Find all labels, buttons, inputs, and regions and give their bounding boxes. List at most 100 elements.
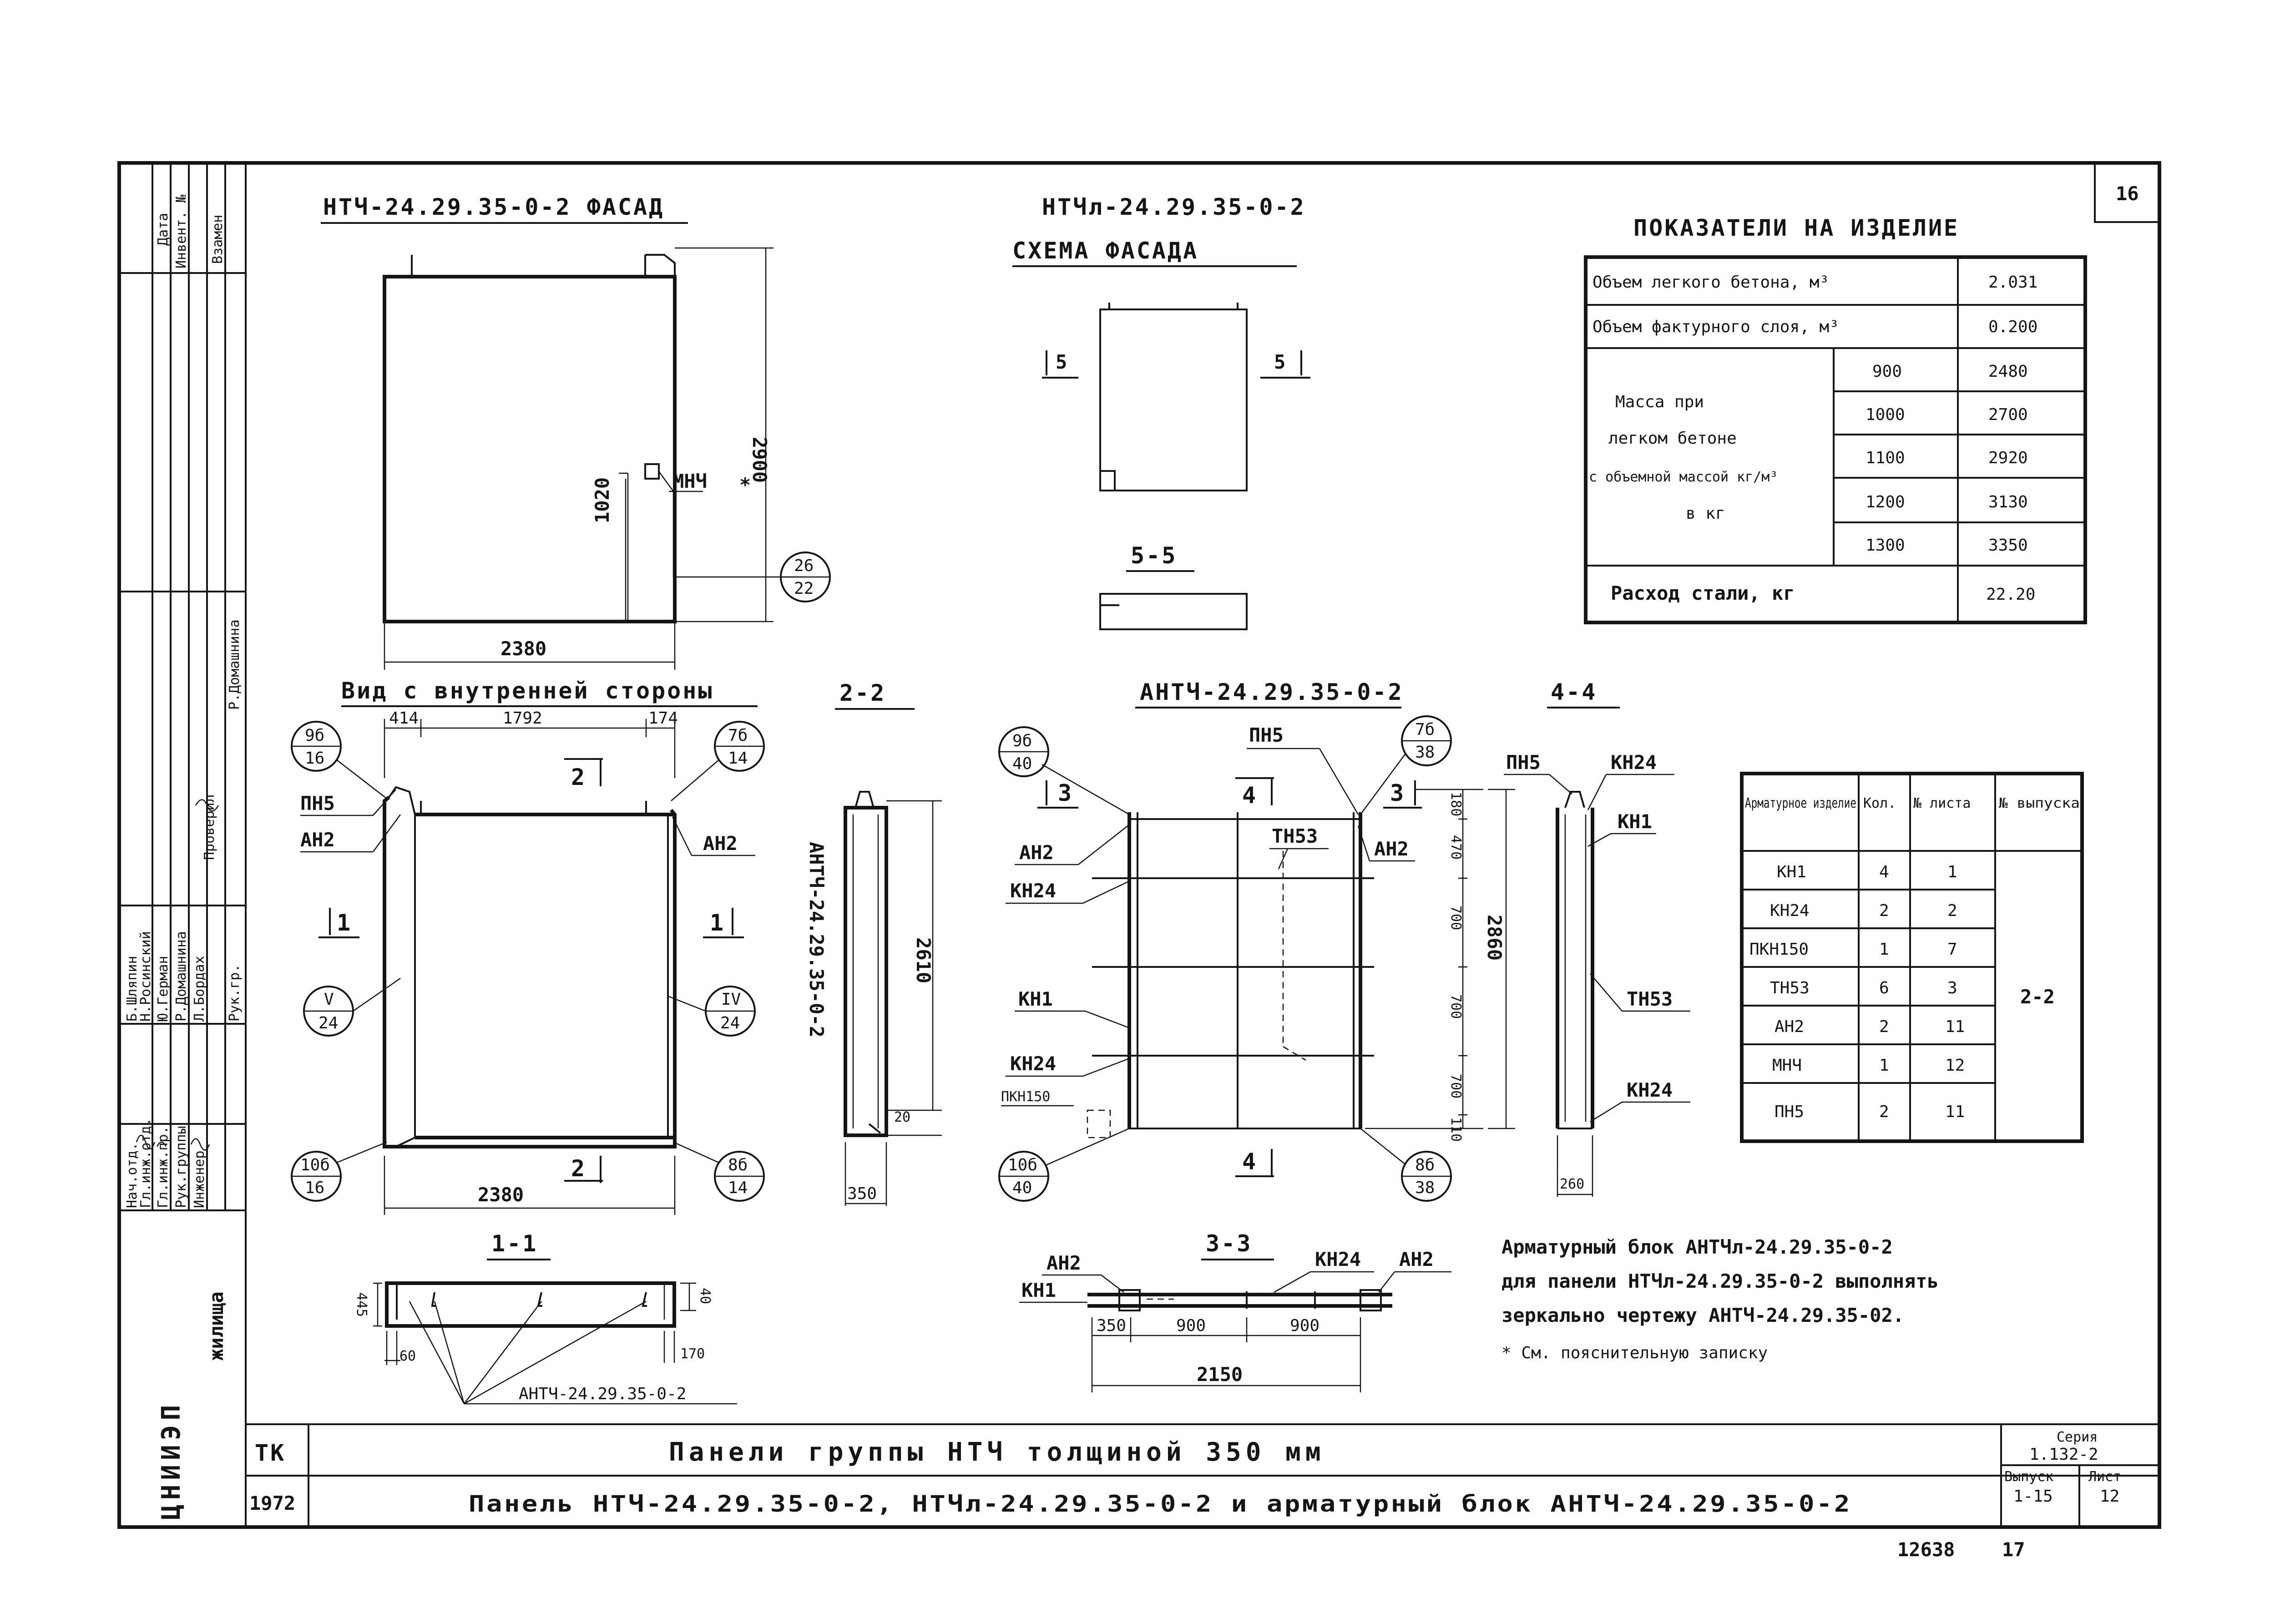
steel-label: Расход стали, кг: [1611, 582, 1795, 604]
spec-row-5-qty: 1: [1879, 1056, 1889, 1075]
section-11-dim-445: 445: [354, 1292, 369, 1317]
svg-text:9б: 9б: [1012, 732, 1032, 750]
section-33-label-kn24: КН24: [1315, 1248, 1361, 1270]
inner-dim-414: 414: [389, 709, 419, 728]
spec-row-0-item: КН1: [1777, 863, 1806, 881]
indicators-title: ПОКАЗАТЕЛИ НА ИЗДЕЛИЕ: [1633, 215, 1959, 241]
rebar-cut-4-top: 4: [1242, 782, 1258, 809]
spec-row-6-sheet: 11: [1945, 1103, 1965, 1121]
org-name: ЦНИИЭП: [157, 1401, 186, 1520]
section-44-shape: [1556, 791, 1594, 1129]
section-22-title: 2-2: [839, 680, 886, 706]
section-44-label-pn5: ПН5: [1506, 751, 1541, 774]
stamp-role-4: Инженер: [192, 1151, 207, 1208]
sheet-number: 16: [2116, 182, 2139, 205]
section-33-dim-900-1: 900: [1176, 1316, 1206, 1335]
mass-label-1: Масса при: [1615, 393, 1704, 411]
stamp-name-2: Ю.Герман: [155, 956, 171, 1022]
spec-row-6-item: ПН5: [1774, 1103, 1804, 1121]
spec-header-sheet: № листа: [1913, 795, 1971, 811]
facade-dim-width: 2380: [500, 637, 546, 660]
spec-row-6-qty: 2: [1879, 1103, 1889, 1121]
spec-row-1-qty: 2: [1879, 901, 1889, 920]
section-11-dim-60: 60: [399, 1348, 416, 1364]
rebar-frame: [1092, 812, 1374, 1129]
mass-label-4: в кг: [1686, 504, 1725, 523]
facade-dim-height: 2900: [748, 437, 771, 483]
section-33-title: 3-3: [1206, 1230, 1252, 1257]
section-11-shape: [385, 1281, 676, 1328]
spec-row-2-item: ПКН150: [1749, 940, 1809, 959]
mass-label-2: легком бетоне: [1608, 429, 1737, 448]
section-33-label-kn1: КН1: [1021, 1279, 1056, 1301]
rebar-label-tn53: ТН53: [1272, 825, 1318, 847]
indicator-value-1: 0.200: [1988, 318, 2037, 336]
scheme-cut-right: 5: [1274, 351, 1285, 373]
spec-row-0-sheet: 1: [1947, 863, 1957, 881]
svg-text:38: 38: [1415, 743, 1435, 762]
rebar-cut-3-left: 3: [1058, 780, 1073, 806]
svg-text:14: 14: [728, 1179, 748, 1197]
note-line-3: зеркально чертежу АНТЧ-24.29.35-02.: [1502, 1304, 1904, 1326]
spec-table: [1740, 772, 2084, 1143]
inner-ref-ml: V 24: [303, 986, 354, 1037]
svg-text:24: 24: [720, 1014, 740, 1032]
note-line-1: Арматурный блок АНТЧл-24.29.35-0-2: [1502, 1236, 1893, 1258]
section-55-title: 5-5: [1131, 542, 1177, 569]
section-44-title: 4-4: [1551, 679, 1597, 705]
inner-cut-1-left: 1: [337, 910, 352, 936]
spec-row-5-item: МНЧ: [1772, 1056, 1802, 1075]
mass-value-3: 3130: [1988, 493, 2028, 511]
inner-label-an2-right: АН2: [703, 832, 738, 855]
section-22-dim-20: 20: [894, 1109, 910, 1125]
section-11-dim-170: 170: [680, 1346, 705, 1362]
rebar-label-pn5: ПН5: [1249, 724, 1284, 746]
svg-text:8б: 8б: [1415, 1156, 1435, 1174]
mass-density-4: 1300: [1866, 536, 1905, 555]
spec-row-3-sheet: 3: [1947, 979, 1957, 997]
rebar-cut-4-bottom: 4: [1242, 1148, 1258, 1175]
svg-text:7б: 7б: [1415, 720, 1435, 739]
mass-density-2: 1100: [1866, 449, 1905, 467]
svg-text:24: 24: [318, 1014, 338, 1032]
svg-text:V: V: [324, 990, 334, 1009]
inner-label-an2-left: АН2: [300, 829, 335, 851]
svg-text:9б: 9б: [305, 726, 324, 745]
rebar-dim-470: 470: [1448, 835, 1464, 860]
svg-text:38: 38: [1415, 1179, 1435, 1197]
section-22-dim-width: 350: [847, 1184, 877, 1203]
org-name-2: жилища: [205, 1291, 228, 1361]
facade-panel: [383, 254, 677, 623]
stamp-grid: [119, 163, 246, 1211]
svg-text:22: 22: [794, 579, 814, 598]
mass-label-3: с объемной массой кг/м³: [1589, 469, 1778, 485]
rebar-dim-700-3: 700: [1448, 1074, 1464, 1098]
rebar-dim-180: 180: [1448, 792, 1464, 816]
issue-label: Выпуск: [2004, 1469, 2053, 1485]
indicator-label-1: Объем фактурного слоя, м³: [1592, 318, 1839, 336]
rebar-label-an2-left: АН2: [1019, 841, 1054, 864]
signatures: [136, 799, 219, 1151]
section-11-title: 1-1: [491, 1230, 538, 1257]
note-line-4: * См. пояснительную записку: [1502, 1344, 1768, 1362]
stamp-check-name: Р.Домашнина: [227, 619, 243, 710]
mass-value-4: 3350: [1988, 536, 2028, 555]
section-44-dim-width: 260: [1560, 1176, 1584, 1192]
rebar-dim-700-2: 700: [1448, 994, 1464, 1019]
rebar-title: АНТЧ-24.29.35-0-2: [1140, 679, 1404, 705]
series-label: Серия: [2057, 1429, 2098, 1445]
svg-text:16: 16: [305, 1179, 324, 1197]
inner-ref-bl: 10б 16: [291, 1151, 342, 1202]
sheet-label: Лист: [2088, 1469, 2121, 1485]
rebar-label-kn1: КН1: [1018, 988, 1053, 1010]
spec-row-3-item: ТН53: [1770, 979, 1810, 997]
serial-suffix: 17: [2002, 1538, 2025, 1561]
spec-row-2-sheet: 7: [1947, 940, 1957, 959]
inner-ref-mr: IV 24: [705, 986, 756, 1037]
stamp-role-0: Нач.отд.: [124, 1143, 140, 1209]
section-33-dim-900-2: 900: [1290, 1316, 1320, 1335]
svg-text:26: 26: [794, 557, 814, 575]
section-33-shape: [1087, 1289, 1392, 1311]
facade-asterisk: *: [739, 474, 751, 496]
section-33-dim-350: 350: [1097, 1316, 1126, 1335]
